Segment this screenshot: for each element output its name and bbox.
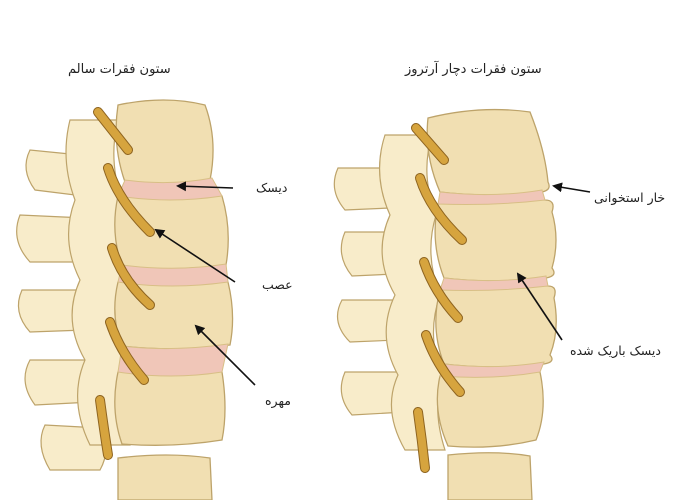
healthy-spine [16,99,256,500]
healthy-pointer-arrows [154,181,256,386]
arthritic-nerve-roots [411,123,467,473]
arthritic-spine [333,108,591,500]
healthy-discs [117,177,229,377]
label-nerve: عصب [262,277,293,292]
label-vertebra: مهره [265,393,291,408]
label-bone-spur: خار استخوانی [594,190,666,205]
label-disc: دیسک [256,180,288,195]
healthy-nerve-roots [93,107,155,460]
arthritic-posterior-processes [333,134,446,451]
arthritic-spine-title: ستون فقرات دچار آرتروز [405,62,542,77]
label-narrowed-disc: دیسک باریک شده [570,343,661,358]
healthy-posterior-processes [16,119,131,471]
healthy-vertebral-bodies [114,99,234,500]
arthritic-pointer-arrows [516,182,591,341]
arthritic-vertebral-bodies [426,108,557,500]
healthy-spine-title: ستون فقرات سالم [68,62,171,77]
